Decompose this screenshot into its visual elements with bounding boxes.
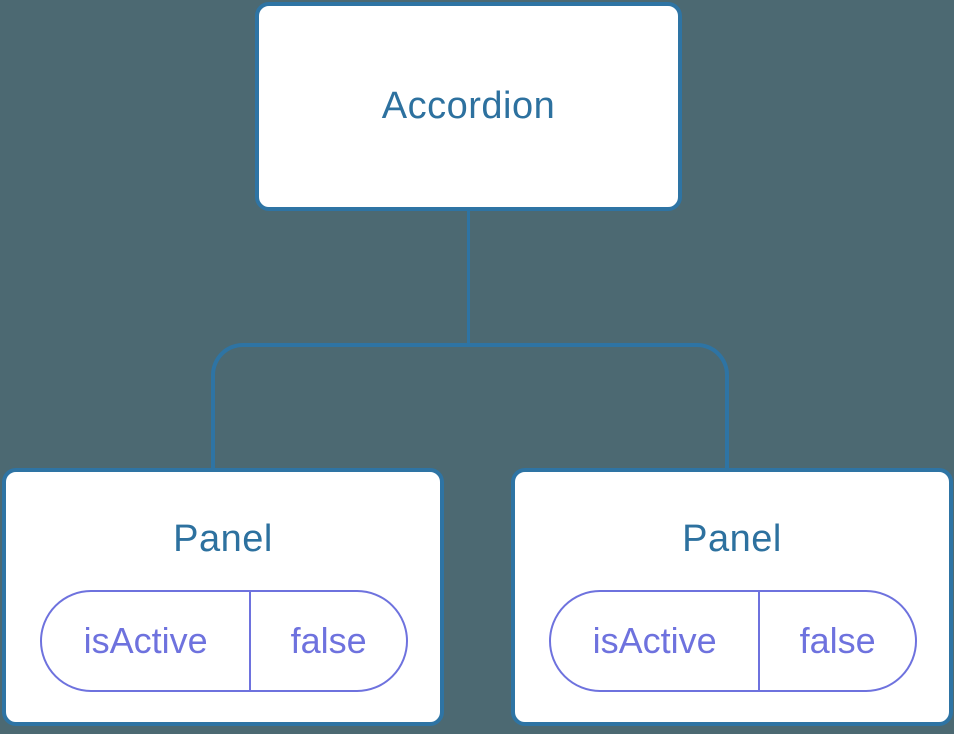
panel-2-state-key: isActive <box>551 592 761 690</box>
panel-2-label: Panel <box>682 518 782 560</box>
component-node-panel-2: Panel isActive false <box>511 468 953 726</box>
panel-1-state-key: isActive <box>42 592 252 690</box>
panel-1-label: Panel <box>173 518 273 560</box>
panel-2-state-pill: isActive false <box>549 590 917 692</box>
panel-1-state-value: false <box>290 620 367 661</box>
panel-1-state-pill: isActive false <box>40 590 408 692</box>
connector-bracket <box>211 343 729 468</box>
accordion-node-label: Accordion <box>381 85 556 127</box>
component-node-panel-1: Panel isActive false <box>2 468 444 726</box>
component-node-accordion: Accordion <box>255 2 682 211</box>
connector-stem <box>467 211 470 345</box>
panel-2-state-value: false <box>799 620 876 661</box>
